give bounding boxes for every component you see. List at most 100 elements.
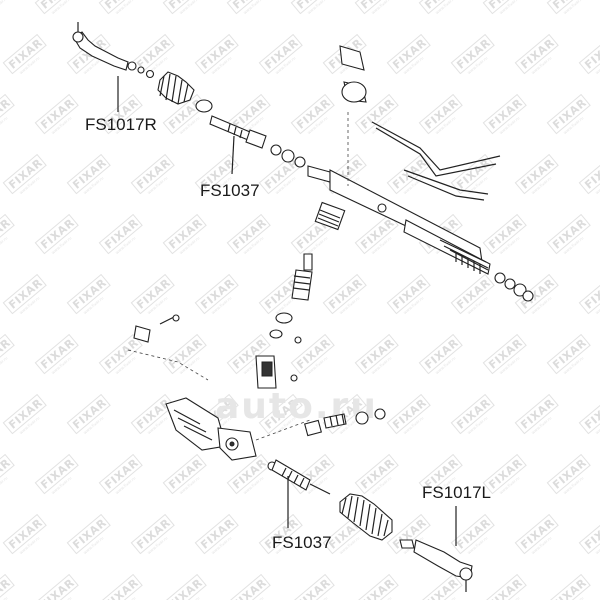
watermark-tile-frame <box>290 333 335 375</box>
watermark-tile-frame <box>418 0 463 15</box>
watermark-url: www.fixar.ru <box>0 475 9 495</box>
watermark-tile-frame <box>258 393 303 435</box>
watermark-tile-frame <box>290 0 335 15</box>
tie-rod-end-right <box>72 22 155 79</box>
watermark-tile-frame <box>130 513 175 555</box>
watermark-tile-frame <box>34 93 79 135</box>
watermark-tile-frame <box>578 153 600 195</box>
steering-boot-right <box>157 71 213 113</box>
watermark-tile-frame <box>386 513 431 555</box>
pinion-valve <box>255 253 313 389</box>
watermark-tile-frame <box>66 513 111 555</box>
watermark-tile-frame <box>162 0 207 15</box>
watermark-url: www.fixar.ru <box>0 115 9 135</box>
watermark-tile-frame <box>0 213 15 255</box>
watermark-tile-frame <box>578 393 600 435</box>
watermark-tile-frame <box>450 513 495 555</box>
watermark-tile-frame <box>354 0 399 15</box>
watermark-tile-frame <box>194 153 239 195</box>
center-watermark: auto.ru <box>215 386 378 427</box>
watermark-tile-frame <box>34 453 79 495</box>
watermark-tile-frame <box>322 393 367 435</box>
watermark-brand: FIXAR <box>166 576 205 600</box>
watermark-url: www.fixar.ru <box>0 0 9 15</box>
watermark-tile-frame <box>194 273 239 315</box>
watermark-tile-frame <box>578 273 600 315</box>
watermark-tile-frame <box>578 33 600 75</box>
watermark-tile-frame <box>418 573 463 600</box>
watermark-tile-frame <box>258 33 303 75</box>
watermark-tile-frame <box>34 213 79 255</box>
watermark-tile-frame <box>194 513 239 555</box>
watermark-tile-frame <box>226 213 271 255</box>
watermark-tile-frame <box>386 33 431 75</box>
watermark-tile-frame <box>66 273 111 315</box>
watermark-tile-frame <box>354 93 399 135</box>
watermark-tile-frame <box>482 453 527 495</box>
watermark-tile-frame <box>322 273 367 315</box>
label-fs1037-upper: FS1037 <box>200 181 260 200</box>
watermark-tile-frame <box>450 273 495 315</box>
mount-bracket <box>339 45 367 103</box>
watermark-brand: FIXAR <box>230 576 269 600</box>
label-fs1017r: FS1017R <box>85 115 157 134</box>
hydraulic-lines <box>347 112 501 201</box>
tie-rod-end-left <box>399 539 473 592</box>
watermark-tile-frame <box>354 573 399 600</box>
watermark-tile-frame <box>546 333 591 375</box>
watermark-tile-frame <box>546 213 591 255</box>
pipe-clamp <box>127 314 209 381</box>
watermark-tile-frame <box>514 393 559 435</box>
watermark-url: www.fixar.ru <box>0 595 9 600</box>
watermark-tile-frame <box>130 393 175 435</box>
watermark-tile-frame <box>418 93 463 135</box>
watermark-tile-frame <box>386 153 431 195</box>
watermark-tile-frame <box>226 0 271 15</box>
watermark-tile-frame <box>226 333 271 375</box>
watermark-tile-frame <box>34 573 79 600</box>
watermark-tile-frame <box>162 333 207 375</box>
watermark-brand: FIXAR <box>102 576 141 600</box>
watermark-tile-frame <box>514 33 559 75</box>
leader-lines <box>117 76 457 546</box>
